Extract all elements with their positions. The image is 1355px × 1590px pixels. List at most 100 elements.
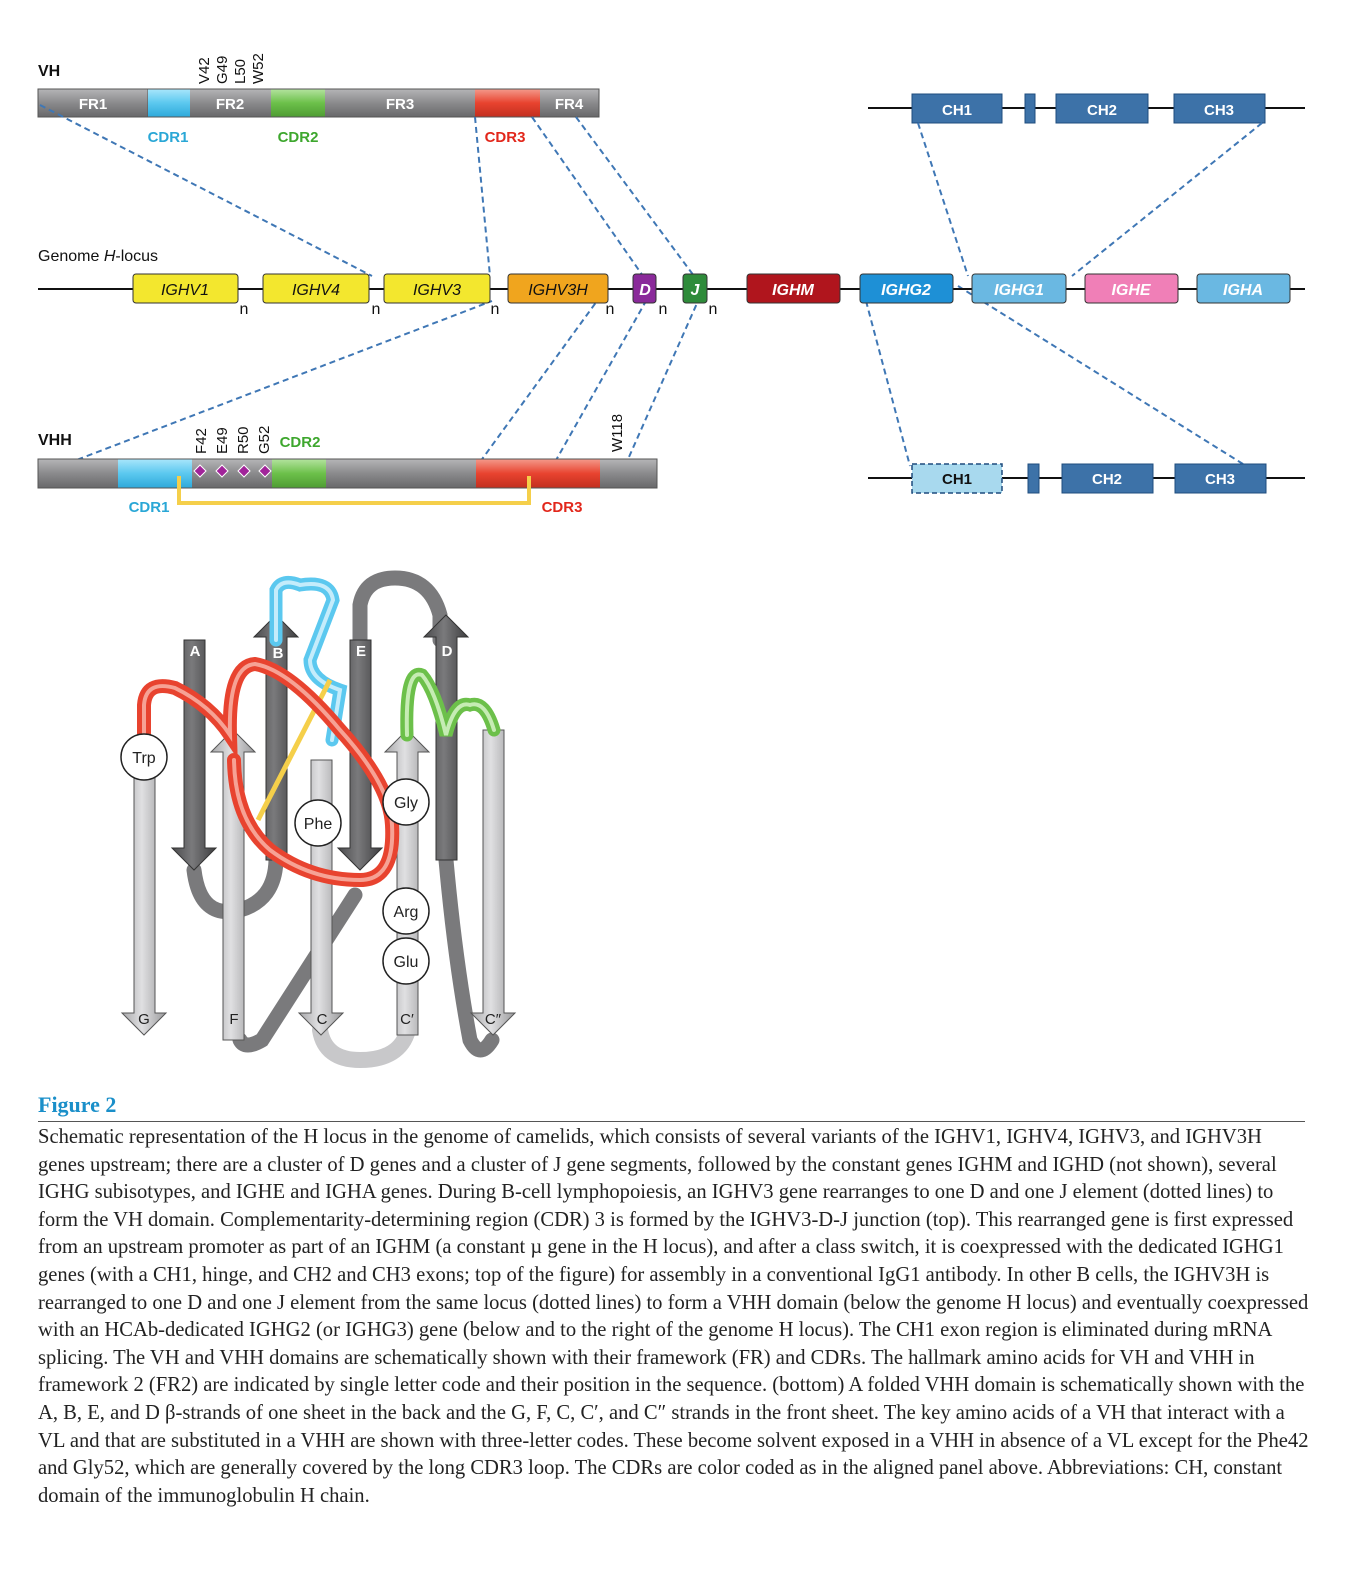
vh-cdr1-label: CDR1 bbox=[148, 129, 189, 146]
strand-f-label: F bbox=[229, 1011, 238, 1028]
vh-fr1-label: FR1 bbox=[79, 96, 107, 113]
top-ch1-label: CH1 bbox=[942, 102, 972, 119]
loop-f-e bbox=[232, 887, 363, 1053]
vh-fr4 bbox=[540, 89, 599, 117]
vh-fr4-label: FR4 bbox=[555, 96, 584, 113]
hallmark-diamonds bbox=[193, 464, 272, 478]
top-ch2-label: CH2 bbox=[1087, 102, 1117, 119]
vhh-fr3 bbox=[326, 459, 476, 488]
n-marker: n bbox=[240, 301, 249, 318]
residue-gly-label: Gly bbox=[394, 795, 418, 812]
figure-caption-body: Schematic representation of the H locus … bbox=[38, 1126, 1309, 1507]
vhh-fr4 bbox=[600, 459, 657, 488]
gene-ighg1-label: IGHG1 bbox=[994, 282, 1044, 299]
strand-g bbox=[120, 759, 168, 1036]
vhh-fr1 bbox=[38, 459, 118, 488]
n-marker: n bbox=[606, 301, 615, 318]
strand-cprime bbox=[383, 729, 431, 1036]
vh-cdr3 bbox=[475, 89, 540, 117]
bottom-ch1-deleted bbox=[911, 463, 1003, 494]
vh-fr1 bbox=[37, 88, 149, 118]
vhh-w118: W118 bbox=[609, 414, 626, 452]
gene-ighv1 bbox=[132, 273, 239, 304]
residue-phe bbox=[294, 799, 342, 847]
bottom-ch3 bbox=[1174, 463, 1267, 494]
strand-a bbox=[170, 639, 218, 871]
folded-vhh-domain: A B E D G F C C′ C″ Trp Phe Gly Arg Glu bbox=[120, 570, 517, 1069]
gene-ighv3h bbox=[507, 273, 609, 304]
top-hinge bbox=[1024, 93, 1036, 124]
strand-d-label: D bbox=[442, 643, 453, 660]
constant-region-top: CH1 CH2 CH3 bbox=[868, 93, 1305, 124]
caption-divider bbox=[38, 1121, 1305, 1122]
vh-fr2-label: FR2 bbox=[216, 96, 244, 113]
vhh-fr2 bbox=[192, 459, 272, 488]
vh-domain: VH FR1 FR2 FR3 FR4 CDR1 CDR2 CDR3 V42 G4… bbox=[37, 53, 600, 146]
gene-ighm-label: IGHM bbox=[772, 282, 814, 299]
rearrangement-links bbox=[39, 104, 1263, 475]
disulfide-bridge bbox=[177, 476, 531, 505]
vhh-cdr1-label: CDR1 bbox=[129, 499, 170, 516]
gene-d-label: D bbox=[639, 282, 651, 299]
gene-ighv4 bbox=[262, 273, 370, 304]
gene-j-label: J bbox=[691, 282, 701, 299]
strand-a-label: A bbox=[190, 643, 201, 660]
vh-hallmark-l50: L50 bbox=[232, 59, 249, 84]
vh-hallmark-w52: W52 bbox=[250, 53, 267, 84]
bottom-ch2 bbox=[1061, 463, 1154, 494]
top-ch3 bbox=[1173, 93, 1266, 124]
constant-region-bottom: CH1 CH2 CH3 bbox=[868, 463, 1305, 494]
vh-hallmark-g49: G49 bbox=[214, 56, 231, 84]
strand-b-label: B bbox=[273, 645, 284, 662]
top-ch1 bbox=[911, 93, 1003, 124]
bottom-ch3-label: CH3 bbox=[1205, 471, 1235, 488]
gene-ighe bbox=[1084, 273, 1179, 304]
residue-phe-label: Phe bbox=[304, 816, 333, 833]
vhh-domain: VHH F42 E49 R50 G52 W118 CDR1 CDR2 CDR3 bbox=[37, 414, 658, 516]
vh-hallmark-v42: V42 bbox=[196, 57, 213, 84]
gene-d bbox=[632, 273, 657, 304]
gene-igha bbox=[1196, 273, 1291, 304]
gene-ighv4-label: IGHV4 bbox=[292, 282, 340, 299]
gene-ighv3h-label: IGHV3H bbox=[528, 282, 588, 299]
gene-ighg2 bbox=[859, 273, 954, 304]
loop-e-d bbox=[352, 570, 448, 653]
gene-igha-label: IGHA bbox=[1223, 282, 1263, 299]
n-marker: n bbox=[372, 301, 381, 318]
bottom-hinge bbox=[1027, 463, 1040, 494]
vh-cdr2-label: CDR2 bbox=[278, 129, 319, 146]
vh-cdr1 bbox=[148, 89, 190, 117]
loop-c-cprime bbox=[312, 1022, 416, 1069]
vh-cdr2 bbox=[271, 89, 325, 117]
strand-d bbox=[422, 614, 470, 861]
top-ch2 bbox=[1055, 93, 1149, 124]
residue-glu-label: Glu bbox=[394, 954, 419, 971]
bottom-ch2-label: CH2 bbox=[1092, 471, 1122, 488]
vh-cdr3-label: CDR3 bbox=[485, 129, 526, 146]
residue-arg-label: Arg bbox=[394, 904, 419, 921]
vh-fr3 bbox=[325, 89, 475, 117]
figure-2-diagram: VH FR1 FR2 FR3 FR4 CDR1 CDR2 CDR3 V42 G4… bbox=[37, 53, 1305, 1069]
gene-ighv3 bbox=[383, 273, 491, 304]
residue-trp-label: Trp bbox=[132, 750, 156, 767]
vhh-hallmark-r50: R50 bbox=[235, 426, 252, 454]
vh-label: VH bbox=[38, 63, 60, 80]
vhh-cdr2 bbox=[272, 459, 326, 488]
strand-cprime-label: C′ bbox=[400, 1011, 414, 1028]
strand-c-label: C bbox=[317, 1011, 328, 1028]
top-ch3-label: CH3 bbox=[1204, 102, 1234, 119]
residue-trp bbox=[120, 733, 168, 781]
gene-ighg2-label: IGHG2 bbox=[881, 282, 931, 299]
vh-fr2 bbox=[190, 89, 271, 117]
vhh-hallmark-e49: E49 bbox=[214, 427, 231, 454]
n-marker: n bbox=[491, 301, 500, 318]
genome-h-locus: Genome H-locus IGHV1 IGHV4 IGHV3 IGHV3H … bbox=[38, 248, 1305, 318]
vhh-cdr3 bbox=[476, 459, 600, 488]
vhh-cdr3-label: CDR3 bbox=[542, 499, 583, 516]
n-marker: n bbox=[659, 301, 668, 318]
strand-e-label: E bbox=[356, 643, 366, 660]
gene-j bbox=[682, 273, 708, 304]
vhh-label: VHH bbox=[38, 432, 72, 449]
vhh-hallmark-f42: F42 bbox=[193, 428, 210, 454]
residue-glu bbox=[382, 937, 430, 985]
